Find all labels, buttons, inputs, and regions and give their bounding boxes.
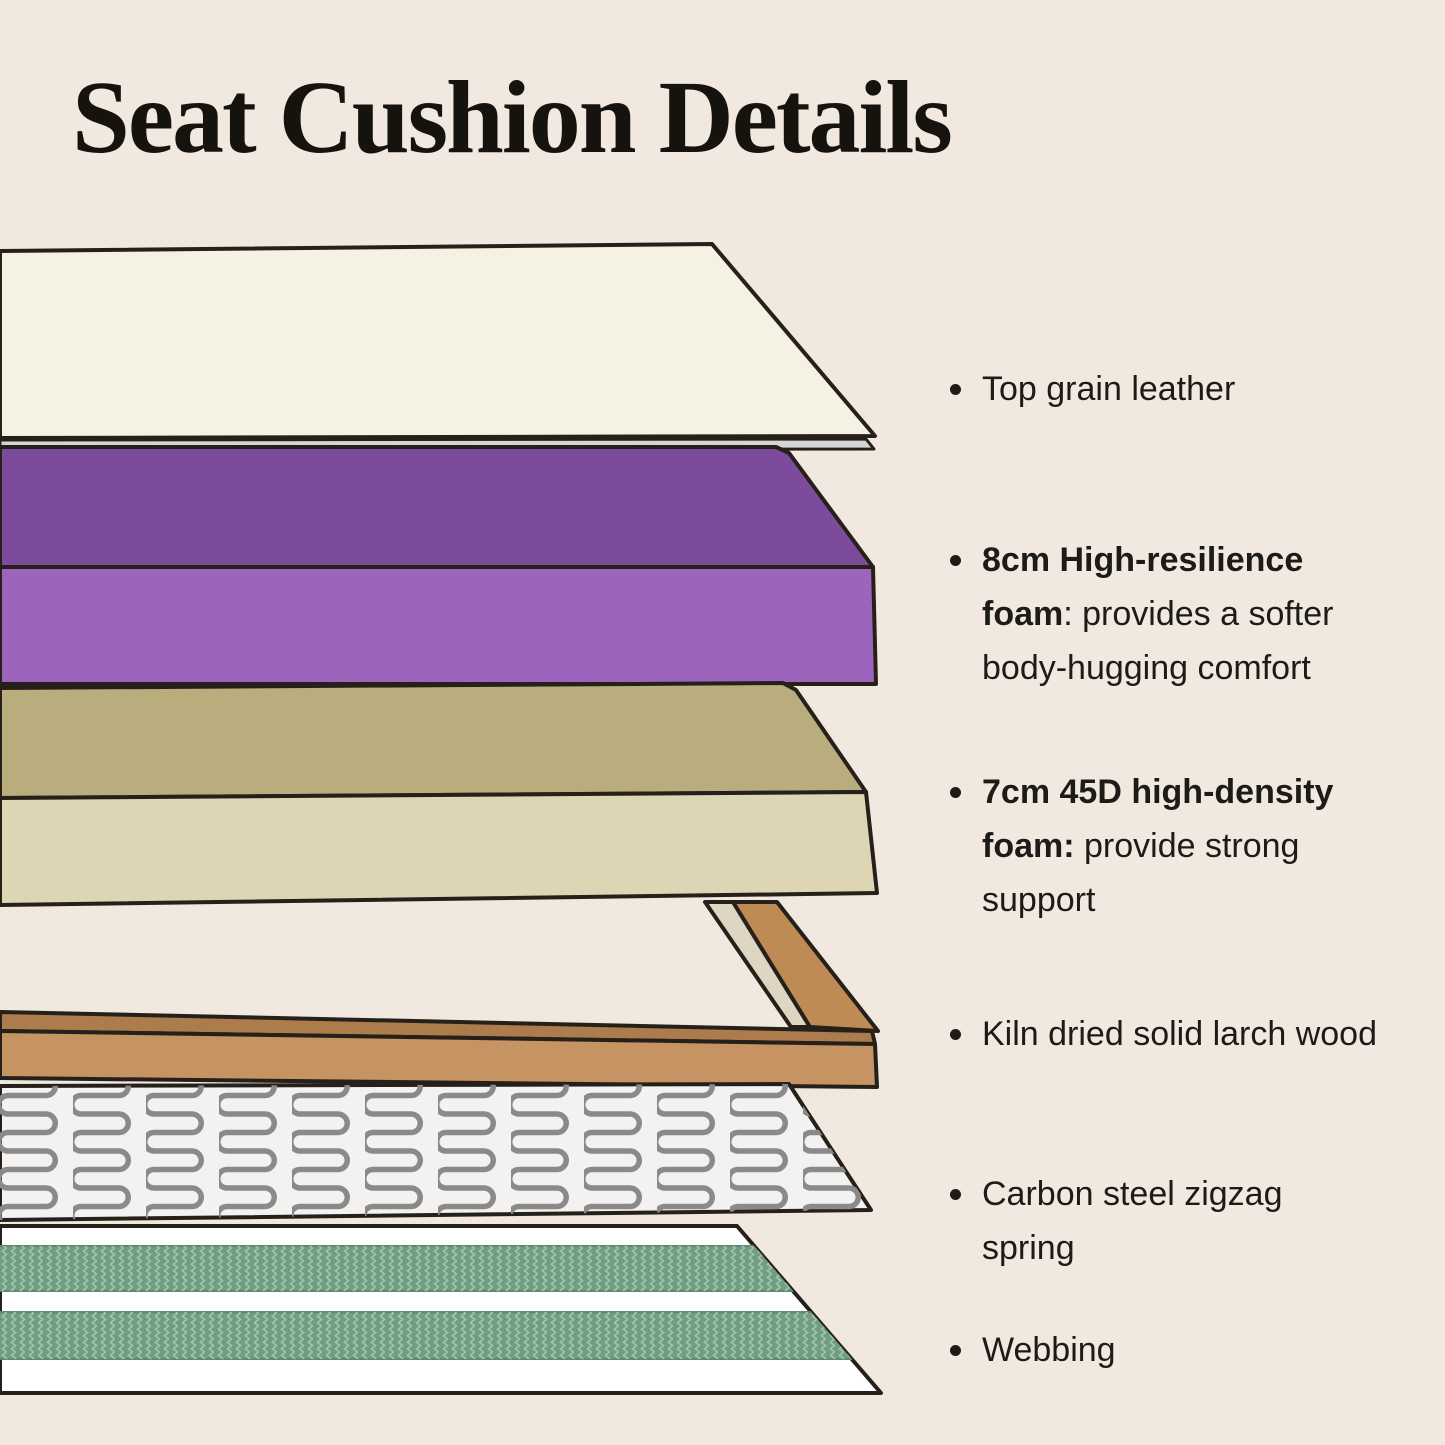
bullet-dot [950,787,961,798]
bullet-dot [950,1189,961,1200]
webbing-band-2-texture [0,1312,881,1359]
bullet-dot [950,384,961,395]
bullet-zigzag-spring: Carbon steel zigzag spring [950,1167,1420,1275]
bullet-high-density-foam: 7cm 45D high-density foam: provide stron… [950,765,1420,927]
bullet-dot [950,1029,961,1040]
hr-foam-front-face [0,565,878,686]
bullet-high-resilience-foam: 8cm High-resilience foam: provides a sof… [950,533,1420,695]
bullet-dot [950,1345,961,1356]
bullet-text: 7cm 45D high-density foam: provide stron… [982,773,1334,919]
webbing-band-1-texture [0,1246,881,1291]
bullet-dot [950,555,961,566]
bullet-larch-wood: Kiln dried solid larch wood [950,1007,1420,1061]
page-title: Seat Cushion Details [72,60,953,175]
wood-frame-right-rail [731,900,880,1033]
leather-layer [0,242,877,440]
spring-layer-pattern [0,1084,871,1220]
bullet-text: Webbing [982,1331,1116,1369]
wood-frame-front-rail-face [0,1029,879,1089]
hr-foam-top-face [0,445,875,569]
bullet-text: Top grain leather [982,370,1236,408]
bullet-text: 8cm High-resilience foam: provides a sof… [982,541,1334,687]
hd-foam-front-face [0,790,879,907]
bullet-top-grain-leather: Top grain leather [950,362,1420,416]
bullet-webbing: Webbing [950,1323,1420,1377]
hd-foam-top-face [0,681,868,800]
bullet-text: Kiln dried solid larch wood [982,1015,1377,1053]
bullet-text: Carbon steel zigzag spring [982,1175,1283,1267]
